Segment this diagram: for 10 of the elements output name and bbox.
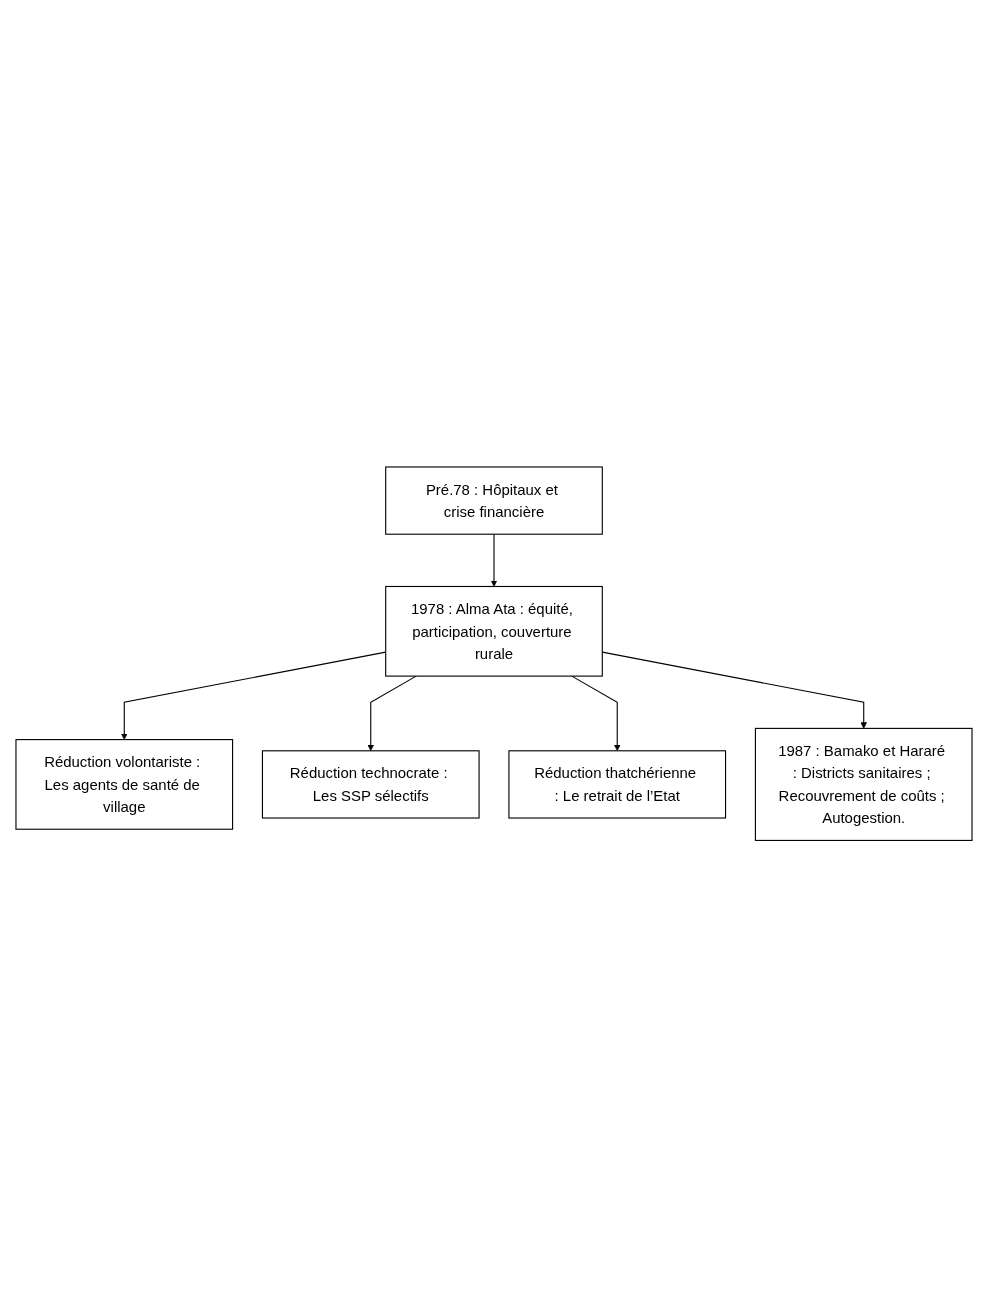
node-box — [385, 466, 603, 535]
arrow — [490, 533, 498, 587]
arrow — [571, 675, 621, 751]
node-box — [15, 738, 234, 830]
arrow — [367, 675, 417, 751]
node-box — [508, 750, 727, 819]
node-box — [385, 585, 603, 677]
node-box — [754, 727, 973, 841]
flowchart: Pré.78 : Hôpitaux et crise financière 1978 : Alma Ata : équité, participation, couverture rurale Réduction volontariste : Les agents de santé de village Réduction technocrate : Les SSP sélectifs Réduction thatchérienne : Le retrait de l’Etat 1987 : Bamako et Hararé : Districts sanitaires ; Recouvrement de coûts ; Autogestion. — [10, 460, 978, 847]
node-box — [261, 750, 480, 819]
